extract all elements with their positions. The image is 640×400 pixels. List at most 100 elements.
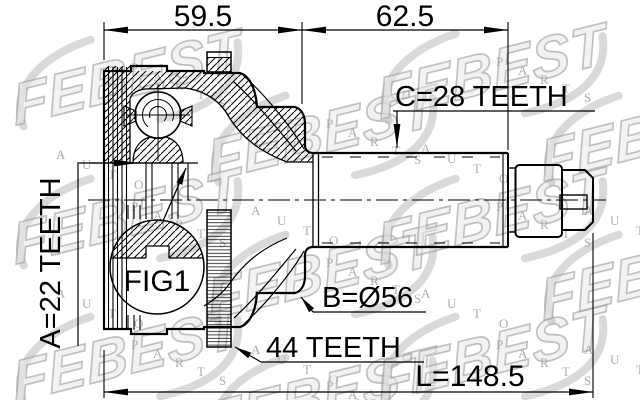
watermark-letter: P	[131, 199, 138, 214]
watermark-letter: S	[584, 90, 591, 105]
watermark-letter: R	[370, 134, 379, 149]
watermark-swoosh	[350, 94, 438, 180]
spline-tooth-profile	[145, 245, 170, 258]
cage-section-right	[179, 105, 193, 127]
cotter-pin-hole	[559, 194, 588, 210]
watermark-swoosh	[15, 35, 95, 131]
watermark-letter: A	[518, 63, 528, 78]
watermark-letter: P	[326, 116, 333, 131]
watermark-letter: T	[562, 81, 570, 96]
watermark-letter: O	[329, 233, 338, 248]
abs-ring-gear	[206, 51, 232, 348]
watermark-letter: A	[518, 346, 528, 361]
watermark-letter: U	[610, 213, 620, 228]
watermark-letter: A	[584, 342, 594, 357]
bell-curve	[233, 248, 297, 319]
watermark-letter: T	[108, 167, 116, 182]
fig1-detail-circle: FIG1	[109, 167, 205, 315]
watermark-letter: P	[496, 337, 503, 352]
watermark-letter: R	[370, 273, 379, 288]
dimension-label-housing-width: 59.5	[174, 0, 232, 33]
label-diameter: B=Ø56	[322, 282, 413, 314]
bell-curve	[233, 81, 297, 152]
watermark-swoosh	[15, 312, 95, 400]
shaft-threaded-tip	[561, 169, 594, 231]
watermark-letter: R	[370, 396, 379, 400]
watermark-swoosh	[520, 32, 608, 118]
watermark-letter: S	[219, 373, 226, 388]
watermark-letter: T	[473, 306, 481, 321]
watermark-letter: O	[499, 171, 508, 186]
fig1-label: FIG1	[124, 265, 191, 298]
watermark-letter: R	[540, 355, 549, 370]
fig1-leader-arrow	[162, 167, 187, 222]
watermark-letter: P	[326, 378, 333, 393]
callout-outer-spline: C=28 TEETH	[393, 81, 595, 148]
watermark-swoosh	[380, 29, 460, 125]
watermark-letter: R	[175, 217, 184, 232]
label-abs-ring: 44 TEETH	[266, 332, 401, 364]
watermark-letter: A	[421, 141, 431, 156]
watermark-swoosh	[350, 356, 438, 400]
dimension-label-shaft-length: 62.5	[376, 0, 434, 33]
watermark-letter: T	[303, 362, 311, 377]
watermark-letter: P	[326, 255, 333, 270]
watermark-letter: P	[496, 199, 503, 214]
callout-diameter: B=Ø56	[300, 282, 426, 314]
watermark-letter: T	[392, 282, 400, 297]
watermark-letter: U	[447, 296, 457, 311]
watermark-letter: U	[82, 157, 92, 172]
watermark-letter: T	[197, 226, 205, 241]
watermark-letter: T	[197, 87, 205, 102]
watermark-letter: T	[303, 223, 311, 238]
watermark-letter: A	[251, 342, 261, 357]
watermark-letter: T	[392, 143, 400, 158]
watermark-letter: T	[562, 226, 570, 241]
watermark-letter: A	[251, 203, 261, 218]
watermark-swoosh	[350, 233, 438, 319]
watermark-letter: U	[447, 151, 457, 166]
watermark-letter: U	[277, 213, 287, 228]
watermark-letter: T	[562, 364, 570, 379]
watermark-letter: O	[499, 316, 508, 331]
watermark-letter: T	[636, 223, 640, 238]
watermark-letter: A	[421, 286, 431, 301]
watermark-letter: A	[518, 208, 528, 223]
watermark-letter: S	[584, 373, 591, 388]
housing-left-wall-hatch	[104, 66, 126, 163]
label-inner-spline: A=22 TEETH	[35, 177, 67, 348]
watermark-letter: P	[496, 54, 503, 69]
ring-gear-teeth-strip	[206, 209, 232, 348]
watermark-letter: A	[153, 346, 163, 361]
bell-curve	[242, 74, 305, 150]
watermark-letter: T	[473, 161, 481, 176]
watermark-swoosh	[543, 91, 623, 187]
bell-curve	[242, 250, 305, 326]
dimension-overall-length: L=148.5	[103, 233, 594, 398]
watermark-letter: S	[414, 152, 421, 167]
watermark-letter: R	[175, 355, 184, 370]
dimension-label-overall-length: L=148.5	[415, 360, 524, 393]
watermark-letter: A	[348, 387, 358, 400]
watermark-letter: S	[414, 291, 421, 306]
callout-inner-spline: A=22 TEETH	[35, 159, 138, 349]
watermark-letter: A	[348, 125, 358, 140]
watermark-letter: T	[636, 362, 640, 377]
watermark-letter: O	[134, 177, 143, 192]
dimension-shaft-length: 62.5	[302, 0, 509, 150]
watermark-letter: S	[584, 235, 591, 250]
watermark-letter: T	[197, 364, 205, 379]
watermark-letter: A	[56, 286, 66, 301]
watermark-letter: U	[610, 352, 620, 367]
bearing-ball	[126, 84, 190, 161]
watermark-letter: R	[540, 72, 549, 87]
spline-bore-lines	[127, 163, 189, 330]
watermark-letter: P	[131, 337, 138, 352]
watermark-letter: R	[540, 217, 549, 232]
watermark-swoosh	[543, 230, 623, 326]
housing-cavity-line	[129, 87, 313, 163]
watermark-letter: T	[108, 306, 116, 321]
watermark-letter: A	[584, 203, 594, 218]
